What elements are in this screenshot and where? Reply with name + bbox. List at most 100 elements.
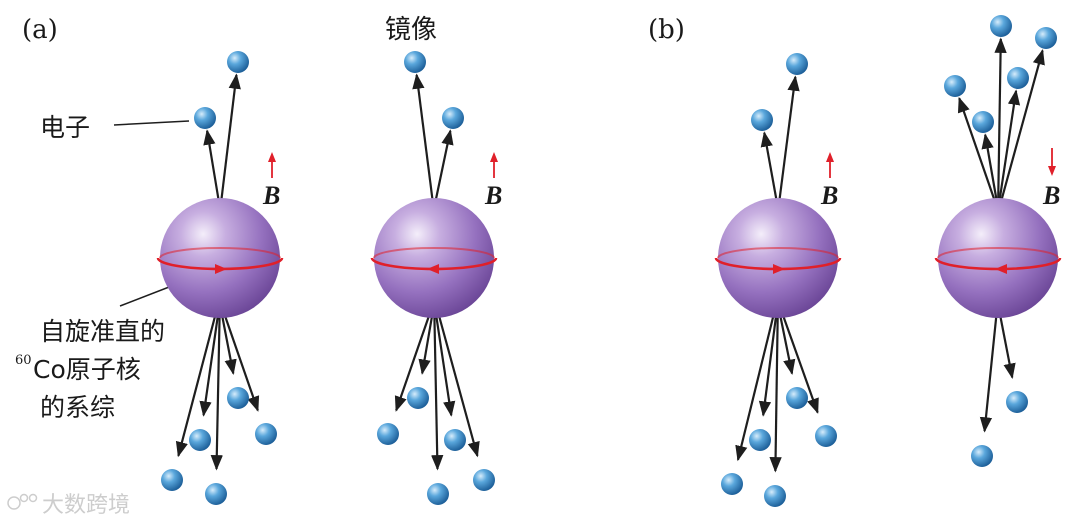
emission-arrow-up	[981, 133, 999, 205]
emission-arrow-down	[998, 311, 1016, 379]
b-field-indicator: B	[262, 152, 280, 210]
spin-direction-arrow	[427, 264, 439, 274]
mirror-label: 镜像	[385, 15, 437, 45]
electron	[786, 53, 808, 75]
electron	[404, 51, 426, 73]
electron	[407, 387, 429, 409]
electron	[473, 469, 495, 491]
nucleus-sphere	[160, 198, 280, 318]
spin-direction-arrow	[215, 264, 227, 274]
electron	[161, 469, 183, 491]
electron	[442, 107, 464, 129]
spin-ring-back	[937, 247, 1059, 259]
emission-arrow-down	[780, 311, 819, 414]
spin-direction-arrow	[995, 264, 1007, 274]
b-field-label: B	[484, 181, 502, 210]
electron	[377, 423, 399, 445]
emission-arrow-up	[433, 129, 454, 205]
emission-arrow-down	[220, 311, 237, 375]
electron	[1007, 67, 1029, 89]
electron	[1006, 391, 1028, 413]
emission-arrows	[175, 73, 260, 471]
system-label-line2: Co原子核	[33, 355, 141, 384]
b-field-indicator: B	[1042, 148, 1060, 210]
electron-pointer-line	[113, 120, 190, 126]
system-label-superscript: 60	[15, 353, 32, 368]
electron	[189, 429, 211, 451]
b-field-label: B	[1042, 181, 1060, 210]
system-label-line3: 的系综	[40, 393, 115, 422]
diagram-b-first: B	[714, 53, 842, 507]
emission-arrow-down	[769, 311, 782, 473]
emission-arrow-up	[760, 131, 779, 205]
spin-ring-back	[373, 247, 495, 259]
emission-arrow-down	[210, 311, 223, 471]
emission-arrow-up	[994, 37, 1007, 205]
emission-arrow-up	[997, 89, 1021, 205]
electron	[427, 483, 449, 505]
system-label-line1: 自旋准直的	[40, 317, 165, 346]
electron	[764, 485, 786, 507]
spin-ring-back	[159, 247, 281, 259]
electron	[972, 111, 994, 133]
electron	[721, 473, 743, 495]
electron	[227, 387, 249, 409]
watermark: 大数跨境	[7, 493, 130, 518]
panel-b-label: (b)	[648, 15, 685, 45]
electron	[227, 51, 249, 73]
emission-arrow-up	[203, 129, 221, 205]
emission-arrow-up	[999, 49, 1045, 205]
electron	[944, 75, 966, 97]
emission-arrow-down	[418, 311, 434, 375]
nucleus-sphere	[374, 198, 494, 318]
nucleus-sphere	[938, 198, 1058, 318]
electron	[749, 429, 771, 451]
watermark-text: 大数跨境	[42, 493, 130, 518]
electron	[751, 109, 773, 131]
electron	[1035, 27, 1057, 49]
electron	[194, 107, 216, 129]
electron	[815, 425, 837, 447]
emission-arrow-down	[199, 311, 220, 417]
emission-arrow-down	[434, 311, 456, 417]
nucleus-sphere	[718, 198, 838, 318]
emission-arrow-down	[394, 311, 432, 412]
emission-arrow-down	[175, 311, 218, 458]
emission-arrow-up	[777, 75, 800, 205]
watermark-logo-icon	[7, 496, 21, 510]
diagram-b-second: B	[934, 15, 1062, 467]
spin-direction-arrow	[773, 264, 785, 274]
b-field-label: B	[262, 181, 280, 210]
b-field-label: B	[820, 181, 838, 210]
emission-arrows	[394, 73, 480, 471]
emission-arrow-up	[412, 73, 435, 205]
spin-ring-back	[717, 247, 839, 259]
electron-label: 电子	[40, 113, 90, 142]
emission-arrows	[957, 37, 1045, 433]
emission-arrow-up	[957, 96, 997, 205]
electron	[971, 445, 993, 467]
b-field-arrow-up-icon	[490, 152, 498, 162]
b-field-arrow-up-icon	[826, 152, 834, 162]
b-field-indicator: B	[484, 152, 502, 210]
diagram-a-original: B	[156, 51, 284, 505]
emission-arrow-down	[431, 311, 444, 471]
emission-arrow-down	[778, 311, 796, 376]
electron	[444, 429, 466, 451]
emission-arrow-up	[219, 73, 241, 205]
emission-arrow-down	[735, 311, 776, 462]
emission-arrow-down	[758, 311, 778, 417]
b-field-arrow-down-icon	[1048, 166, 1056, 176]
electron	[990, 15, 1012, 37]
electron	[786, 387, 808, 409]
emission-arrows	[735, 75, 819, 473]
b-field-arrow-up-icon	[268, 152, 276, 162]
panel-a-label: (a)	[22, 15, 58, 45]
b-field-indicator: B	[820, 152, 838, 210]
electron	[255, 423, 277, 445]
diagram-a-mirror: B	[370, 51, 502, 505]
electron	[205, 483, 227, 505]
